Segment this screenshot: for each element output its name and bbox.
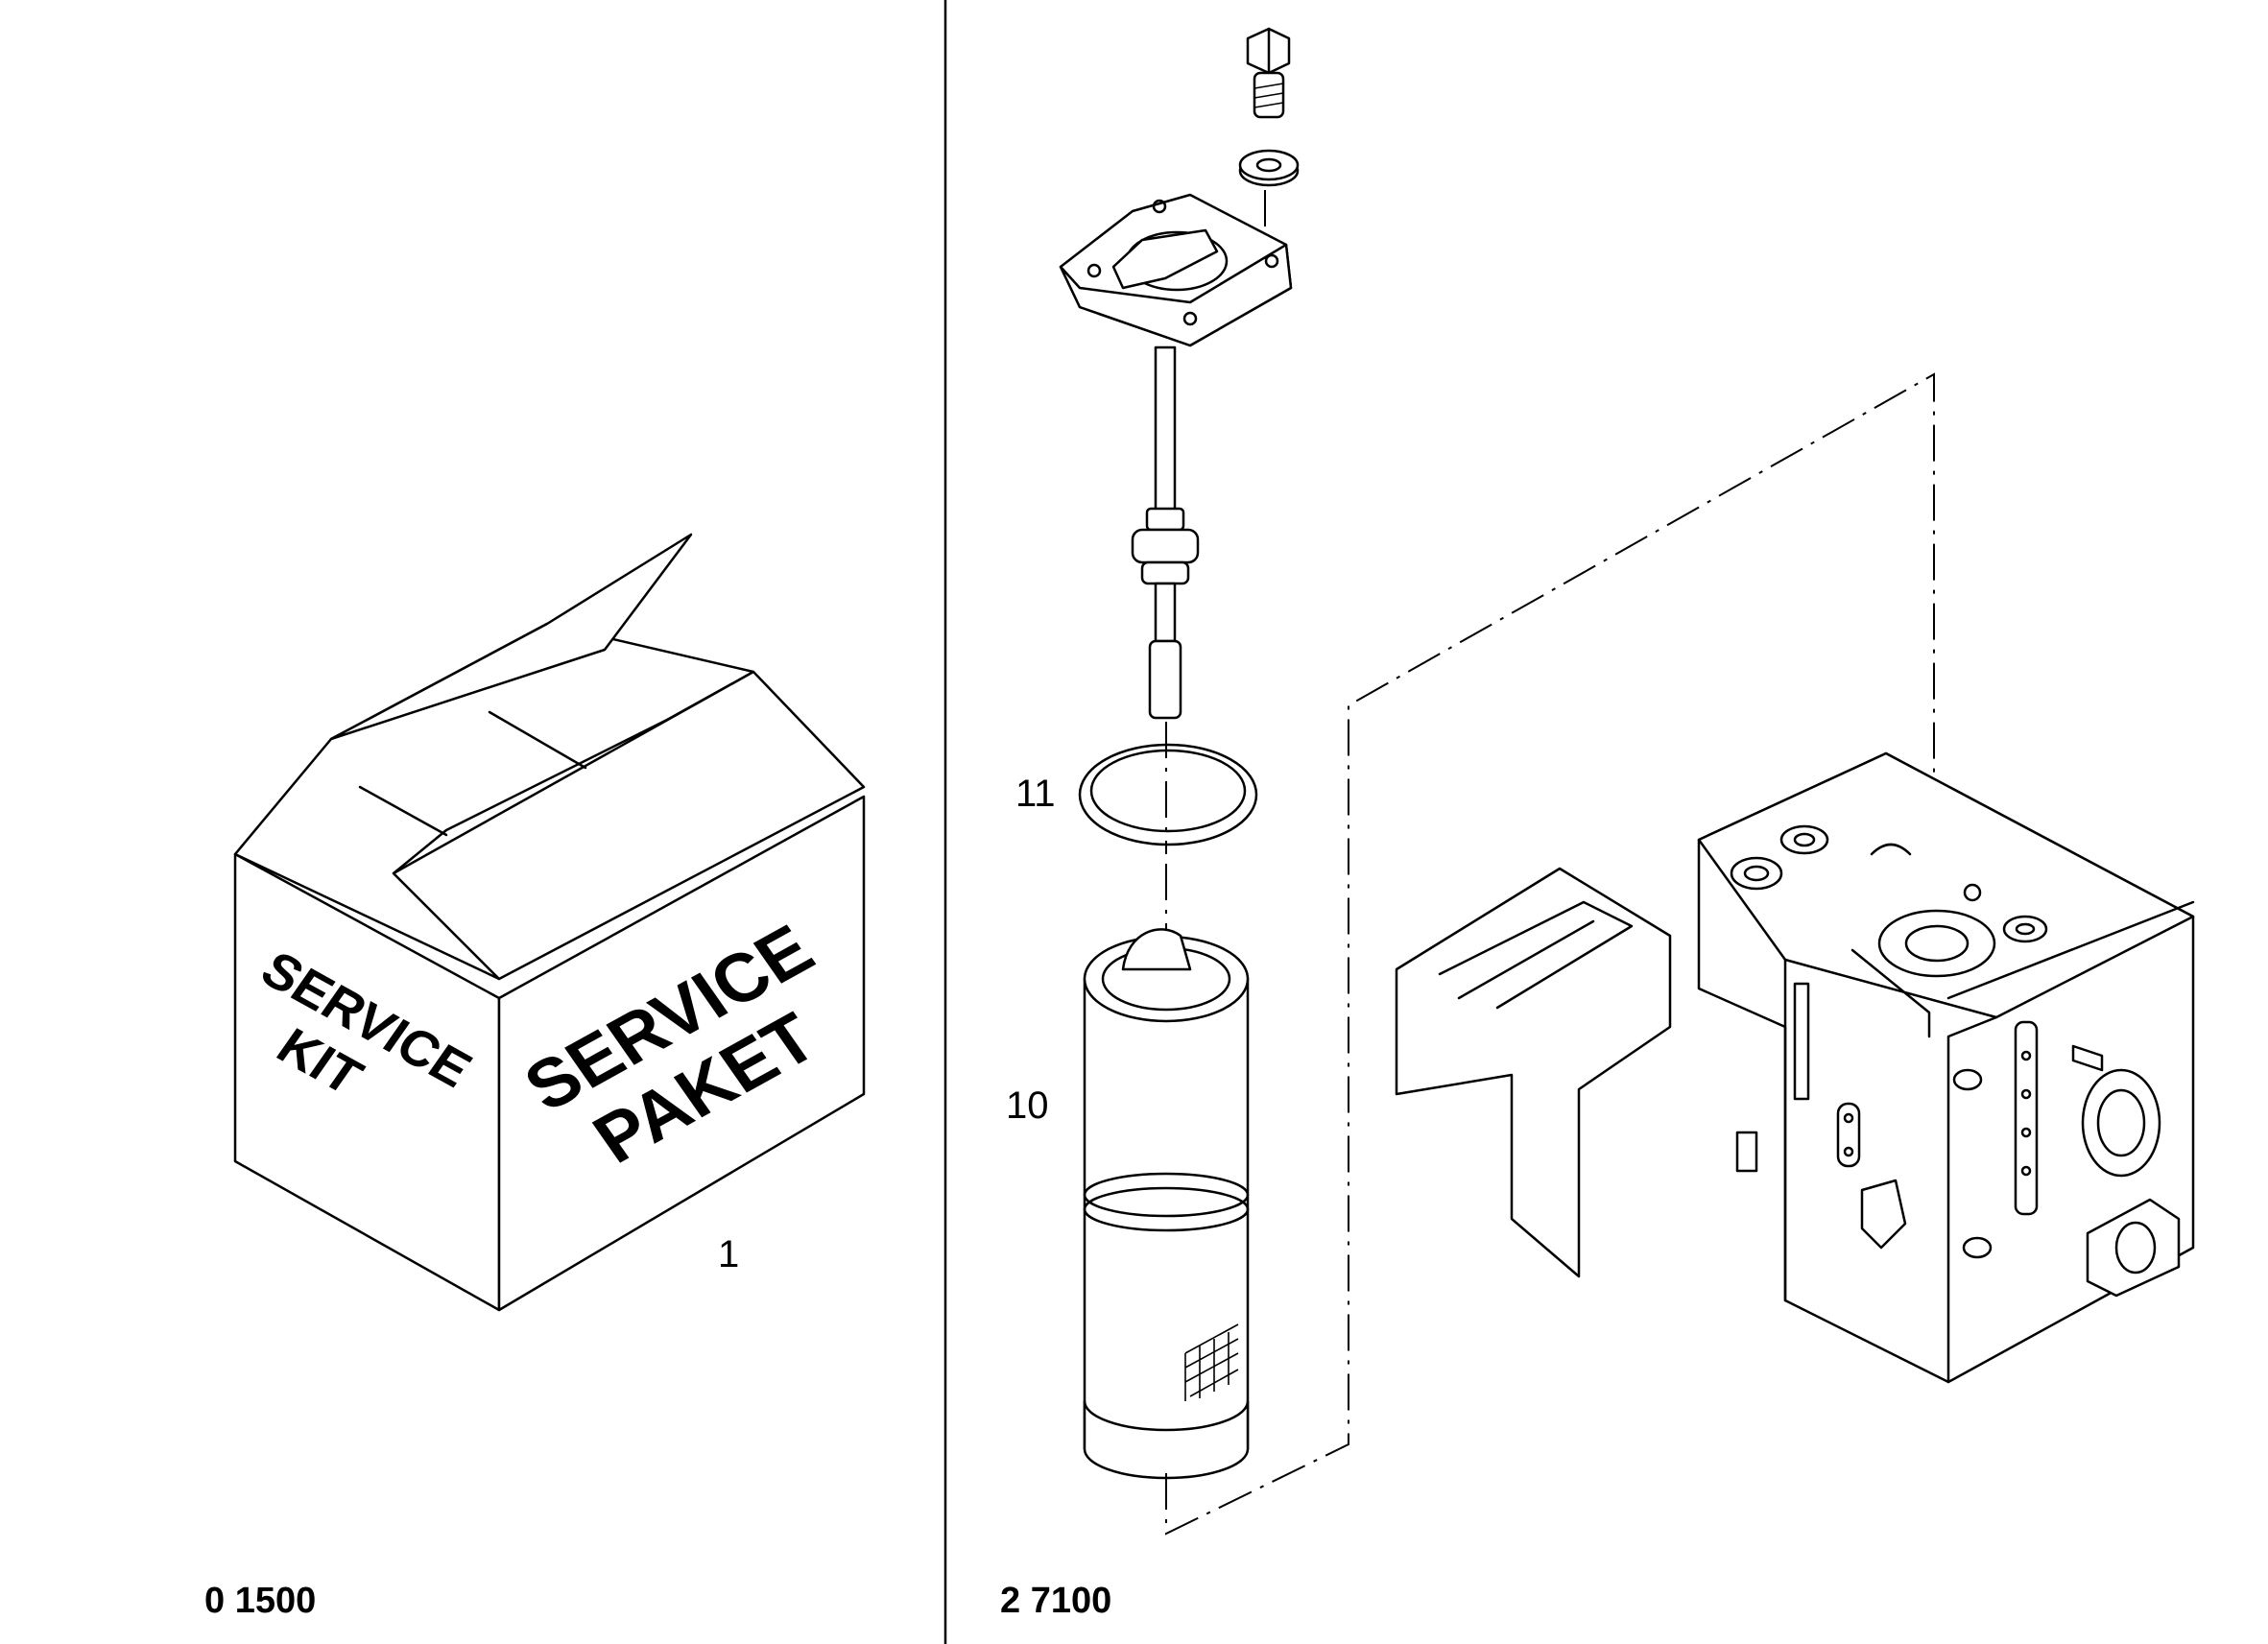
filter-body	[1083, 977, 1250, 1451]
washer	[1238, 149, 1300, 187]
bolt	[1246, 27, 1291, 119]
box-right-flap	[392, 670, 866, 981]
dipstick-rod	[1154, 345, 1177, 512]
service-kit-box: SERVICE KIT SERVICE PAKET	[233, 533, 866, 1312]
dipstick-tip	[1148, 639, 1182, 720]
tank-bracket	[1395, 867, 1672, 1278]
box-back-flap	[329, 533, 693, 741]
callout-1: 1	[718, 1233, 739, 1275]
cap-handle	[1111, 228, 1219, 290]
filter-element	[1083, 928, 1250, 1480]
o-ring	[1078, 743, 1258, 846]
filter-handle	[1121, 928, 1192, 971]
filter-bottom-rim	[1083, 1399, 1250, 1480]
box-front-face	[497, 795, 866, 1312]
box-crease-line	[488, 710, 587, 770]
filter-cap-dipstick	[1059, 193, 1293, 720]
panel-code-left: 0 1500	[204, 1581, 316, 1621]
panel-code-right: 2 7100	[1000, 1581, 1111, 1621]
callout-10: 10	[1006, 1084, 1049, 1127]
box-crease-line	[358, 785, 448, 837]
hydraulic-tank-housing	[1395, 751, 2195, 1384]
cap-flange-edge	[1059, 243, 1293, 347]
filter-port	[1877, 909, 1996, 978]
filter-mesh	[1184, 1323, 1239, 1401]
dipstick-float	[1131, 528, 1200, 564]
callout-11: 11	[1015, 773, 1056, 815]
